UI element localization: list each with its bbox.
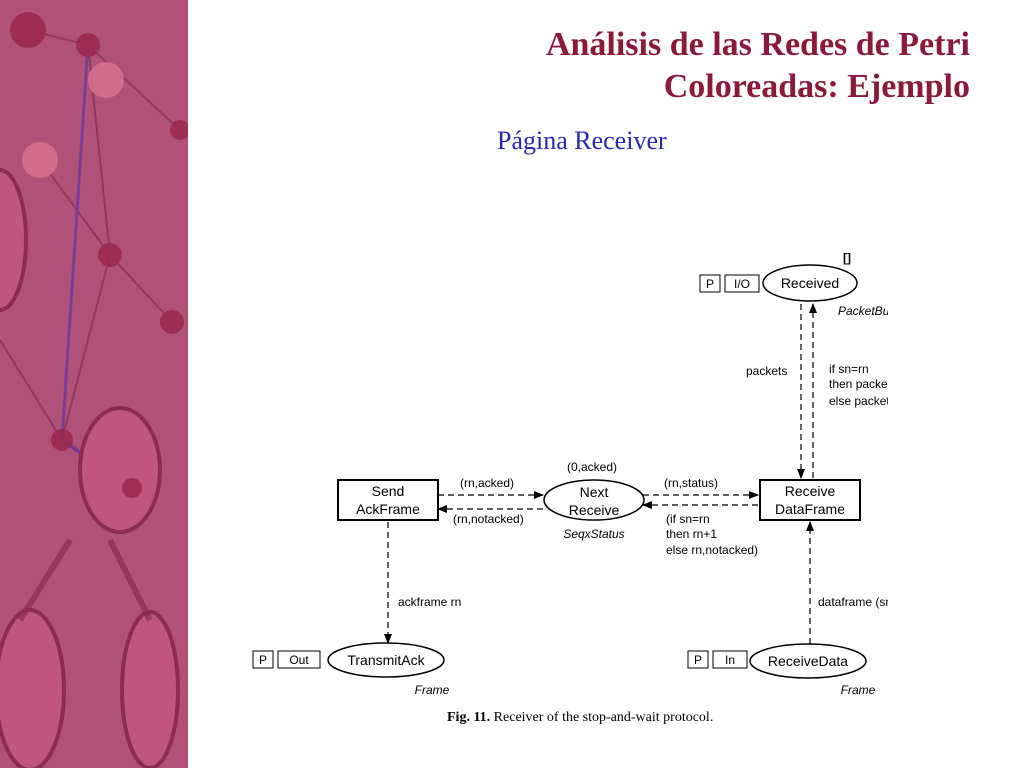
arc-label-rn-acked: (rn,acked): [460, 476, 514, 490]
transition-receive-dataframe: Receive DataFrame: [759, 479, 861, 521]
caption-label: Fig. 11.: [447, 710, 491, 725]
arc-label-rn-status: (rn,status): [664, 476, 718, 490]
svg-text:I/O: I/O: [734, 277, 750, 291]
svg-text:AckFrame: AckFrame: [356, 501, 420, 517]
svg-text:Receive: Receive: [785, 483, 836, 499]
svg-text:P: P: [706, 277, 714, 291]
svg-text:DataFrame: DataFrame: [775, 501, 845, 517]
svg-text:Received: Received: [781, 275, 839, 291]
svg-text:Receive: Receive: [569, 502, 620, 518]
svg-text:In: In: [725, 653, 735, 667]
svg-text:Next: Next: [580, 484, 609, 500]
arc-label-packets: packets: [746, 364, 787, 378]
arc-label-cond-2: then rn+1: [666, 527, 717, 541]
decorative-side-panel: [0, 0, 188, 768]
arc-label-guard-3: else packets: [829, 394, 888, 408]
svg-text:ReceiveData: ReceiveData: [768, 653, 848, 669]
figure-caption: Fig. 11. Receiver of the stop-and-wait p…: [447, 710, 713, 726]
svg-text:[]: []: [843, 251, 851, 265]
slide-subtitle: Página Receiver: [497, 126, 667, 155]
svg-text:P: P: [694, 653, 702, 667]
place-receive-data: P In ReceiveData Frame: [687, 643, 876, 697]
transition-send-ackframe: Send AckFrame: [337, 479, 439, 521]
arc-label-dataframe: dataframe (sn,p): [818, 595, 888, 609]
place-received: P I/O Received [] PacketBuffer: [699, 251, 888, 318]
svg-text:TransmitAck: TransmitAck: [347, 652, 425, 668]
svg-text:Frame: Frame: [841, 683, 876, 697]
arc-label-cond-1: (if sn=rn: [666, 512, 710, 526]
svg-text:(0,acked): (0,acked): [567, 460, 617, 474]
petri-net-diagram: P I/O Received [] PacketBuffer Next Rece…: [252, 251, 888, 697]
svg-text:Out: Out: [289, 653, 309, 667]
svg-text:Send: Send: [372, 483, 405, 499]
svg-text:PacketBuffer: PacketBuffer: [838, 304, 888, 318]
arc-label-ackframe: ackframe rn: [398, 595, 461, 609]
title-line-2: Coloreadas: Ejemplo: [663, 68, 970, 105]
svg-text:Frame: Frame: [415, 683, 450, 697]
arc-label-guard-2: then packets^^[p]: [829, 377, 888, 391]
title-line-1: Análisis de las Redes de Petri: [545, 26, 970, 63]
place-next-receive: Next Receive (0,acked) SeqxStatus: [543, 460, 645, 541]
place-transmit-ack: P Out TransmitAck Frame: [252, 642, 450, 697]
arc-label-cond-3: else rn,notacked): [666, 543, 758, 557]
arc-label-rn-notacked: (rn,notacked): [453, 512, 524, 526]
svg-text:SeqxStatus: SeqxStatus: [563, 527, 624, 541]
svg-text:P: P: [259, 653, 267, 667]
caption-text: Receiver of the stop-and-wait protocol.: [490, 710, 714, 725]
slide-title: Análisis de las Redes de Petri Coloreada…: [546, 24, 970, 108]
arc-label-guard-1: if sn=rn: [829, 362, 869, 376]
